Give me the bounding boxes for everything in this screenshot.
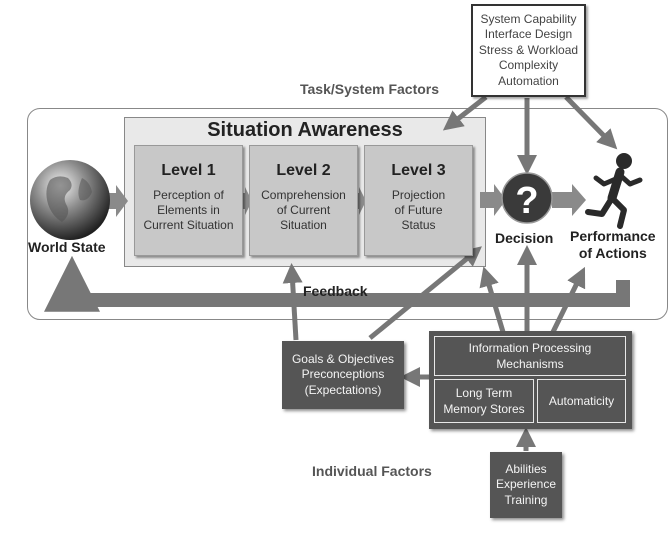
automaticity-label: Automaticity: [548, 394, 615, 408]
situation-awareness-title: Situation Awareness: [207, 119, 403, 141]
level-desc-line: Comprehension: [261, 188, 346, 202]
automaticity-cell: Automaticity: [537, 379, 626, 423]
feedback-label: Feedback: [303, 283, 368, 299]
svg-text:?: ?: [515, 180, 538, 222]
task-factor-item: Interface Design: [484, 27, 573, 42]
memory-line: Memory Stores: [443, 401, 525, 416]
goals-line: Goals & Objectives: [291, 351, 395, 366]
decision-label: Decision: [495, 230, 554, 246]
level-title: Level 1: [161, 162, 216, 179]
level-desc-line: Status: [401, 218, 436, 232]
abilities-line: Training: [504, 492, 548, 507]
abilities-line: Abilities: [505, 461, 547, 476]
task-factor-item: System Capability: [480, 11, 577, 26]
performance-line: of Actions: [578, 245, 647, 261]
task-factor-item: Automation: [498, 73, 559, 88]
information-processing-box: Information Processing Mechanisms Long T…: [429, 331, 632, 429]
task-factor-item: Stress & Workload: [478, 42, 579, 57]
goals-line: (Expectations): [304, 382, 382, 397]
level-title: Level 3: [391, 162, 446, 179]
long-term-memory-cell: Long Term Memory Stores: [434, 379, 534, 423]
task-factors-box: System Capability Interface Design Stres…: [471, 4, 586, 97]
info-processing-line: Information Processing: [468, 341, 592, 355]
level-1-box: Level 1 Perception of Elements in Curren…: [134, 145, 243, 256]
task-factors-heading: Task/System Factors: [300, 81, 440, 97]
level-2-box: Level 2 Comprehension of Current Situati…: [249, 145, 358, 256]
world-state-label: World State: [28, 239, 106, 255]
level-title: Level 2: [276, 162, 331, 179]
memory-line: Long Term: [455, 386, 513, 400]
goals-box: Goals & Objectives Preconceptions (Expec…: [282, 341, 404, 409]
question-icon: ?: [501, 172, 553, 224]
level-desc-line: Current Situation: [143, 218, 234, 232]
level-3-box: Level 3 Projection of Future Status: [364, 145, 473, 256]
abilities-box: Abilities Experience Training: [490, 452, 562, 518]
goals-line: Preconceptions: [301, 367, 385, 382]
performance-line: Performance: [570, 228, 656, 244]
level-desc-line: Situation: [280, 218, 327, 232]
level-desc-line: of Future: [394, 203, 443, 217]
abilities-line: Experience: [495, 477, 557, 492]
level-desc-line: Elements in: [157, 203, 220, 217]
task-factor-item: Complexity: [498, 58, 559, 73]
performance-label: Performance of Actions: [570, 228, 656, 262]
globe-icon: [30, 160, 110, 240]
level-desc-line: of Current: [276, 203, 331, 217]
level-desc-line: Projection: [391, 188, 446, 202]
individual-factors-heading: Individual Factors: [312, 463, 432, 479]
level-desc-line: Perception of: [153, 188, 224, 202]
info-processing-line: Mechanisms: [496, 356, 564, 371]
running-person-icon: [585, 153, 643, 229]
info-processing-cell: Information Processing Mechanisms: [434, 336, 626, 376]
